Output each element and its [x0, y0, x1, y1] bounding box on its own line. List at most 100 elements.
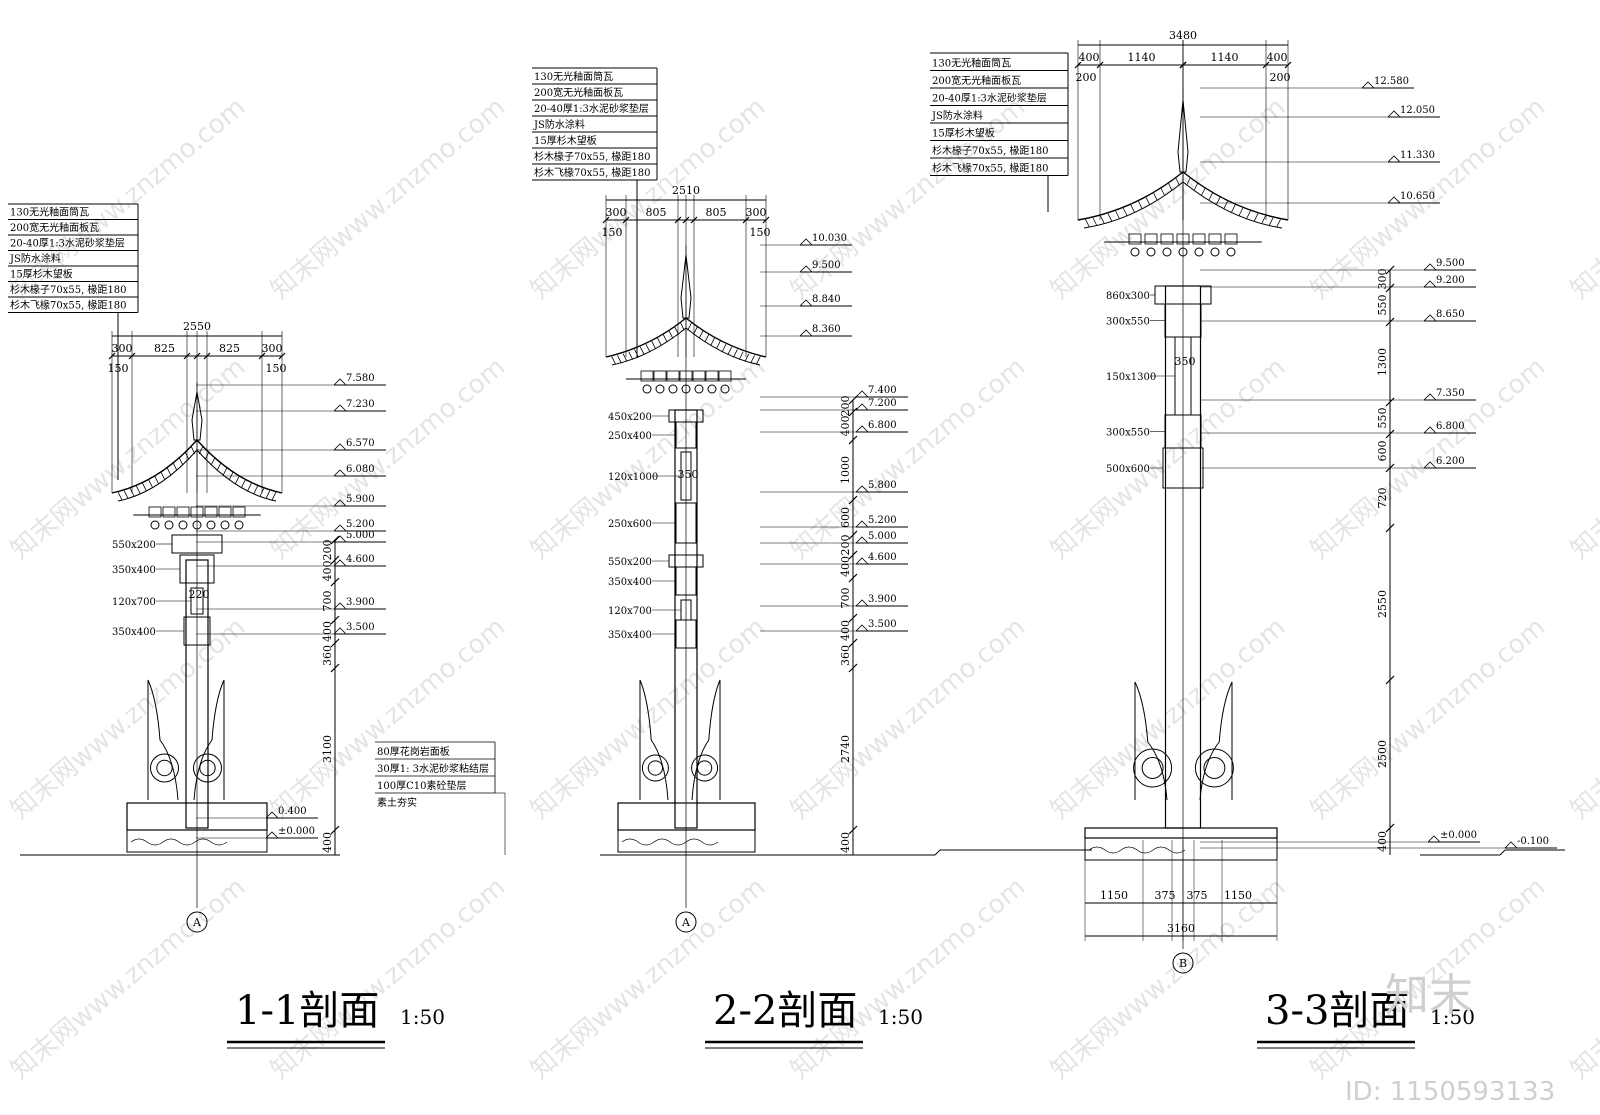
watermark-text: 知末网www.znzmo.com	[5, 872, 251, 1085]
elevation-label: ±0.000	[1440, 830, 1477, 841]
roof-tile	[141, 482, 147, 491]
drum-rosette-inner	[1141, 757, 1164, 779]
roof-tile	[645, 343, 651, 353]
bracket-block	[1208, 233, 1222, 245]
watermark-text: 知末网www.znzmo.com	[265, 352, 511, 565]
elevation-mark	[333, 559, 347, 567]
bracket-scroll	[234, 520, 244, 530]
roof-tile	[1186, 177, 1191, 186]
roof-tile	[1246, 210, 1251, 219]
width-part-label: 1140	[1211, 51, 1239, 64]
edge-width-label: 200	[1270, 71, 1291, 84]
vertical-dim-label: 400	[839, 416, 852, 437]
roof-tile	[271, 492, 277, 501]
roof-tile	[1152, 191, 1158, 201]
roof-tile	[1253, 213, 1259, 222]
bracket-scroll	[150, 520, 160, 530]
dim-tick	[183, 352, 191, 360]
dim-tick	[690, 216, 698, 224]
vertical-dim-label: 2550	[1376, 590, 1389, 618]
dim-tick	[848, 495, 858, 505]
vertical-dim-label: 550	[1376, 408, 1389, 429]
bracket-block	[692, 370, 706, 382]
vertical-dim-label: 600	[839, 507, 852, 528]
dim-tick	[848, 638, 858, 648]
watermark-text: 知末网www.znzmo.com	[785, 612, 1031, 825]
dim-tick	[674, 216, 682, 224]
member-size-label: 350x400	[608, 630, 652, 641]
roof-tile	[668, 330, 674, 339]
roof-tile	[733, 349, 738, 358]
drum-rosette-inner	[156, 759, 173, 777]
elevation-mark	[1423, 280, 1437, 288]
dim-tick	[848, 573, 858, 583]
roof-tile	[210, 456, 216, 466]
edge-width-label: 150	[266, 362, 287, 375]
elevation-label: 0.400	[278, 806, 307, 817]
dim-tick	[1179, 61, 1187, 69]
roof-tile	[1175, 177, 1180, 186]
elevation-label: 3.500	[346, 622, 375, 633]
elevation-label: 12.580	[1374, 76, 1409, 87]
roof-tile	[154, 475, 159, 484]
elevation-label: 9.500	[1436, 258, 1465, 269]
elevation-label: 7.200	[868, 398, 897, 409]
drawing-lines	[8, 40, 1565, 1049]
vertical-dim-label: 400	[321, 561, 334, 582]
drum-stone	[1134, 681, 1168, 801]
roof-tile	[1193, 182, 1199, 191]
watermark-text: 知末网www.znzmo.com	[525, 872, 771, 1085]
elevation-mark	[333, 378, 347, 386]
vertical-dim-label: 700	[839, 588, 852, 609]
watermark-text: 知末网www.znzmo.com	[1045, 352, 1291, 565]
elevation-mark	[1423, 314, 1437, 322]
roof-tile	[1130, 203, 1135, 213]
post-width-label: 350	[678, 468, 699, 481]
roof-tile	[687, 322, 693, 331]
roof-tile	[1137, 200, 1143, 209]
elevation-mark	[855, 390, 869, 398]
watermark-text: 知末网www.znzmo.com	[525, 352, 771, 565]
axis-label: A	[681, 916, 691, 929]
drum-rosette-inner	[696, 760, 713, 776]
vertical-dim-label: 360	[839, 645, 852, 666]
dim-tick	[848, 825, 858, 835]
dim-tick	[1385, 675, 1395, 685]
roof-tile	[704, 334, 710, 343]
elevation-label: 5.000	[346, 530, 375, 541]
elevation-mark	[855, 403, 869, 411]
member-size-label: 300x550	[1106, 428, 1150, 439]
member-size-label: 120x700	[112, 597, 156, 608]
elevation-mark	[799, 299, 813, 307]
material-note: 杉木椽子70x55, 椽距180	[534, 150, 651, 163]
drum-stone	[147, 679, 179, 801]
dim-tick	[1385, 429, 1395, 439]
roof-tile	[662, 334, 668, 343]
dim-tick	[258, 352, 266, 360]
dim-tick	[762, 216, 770, 224]
bracket-scroll	[707, 384, 717, 394]
elevation-label: 6.800	[868, 420, 897, 431]
roof-tile	[259, 488, 265, 497]
watermark-text: 知末网www.znzmo.com	[1045, 92, 1291, 305]
dim-tick	[1074, 61, 1082, 69]
drum-rosette-inner	[647, 760, 664, 776]
material-note: 130无光釉面筒瓦	[534, 70, 613, 83]
elevation-mark	[855, 520, 869, 528]
elevation-mark	[799, 329, 813, 337]
width-part-label: 825	[219, 342, 240, 355]
bracket-block	[666, 370, 680, 382]
elevation-mark	[1423, 461, 1437, 469]
roof-tile	[710, 337, 715, 346]
member-size-label: 120x1000	[608, 472, 658, 483]
width-total-label: 3480	[1169, 29, 1197, 42]
footing-hatch	[621, 838, 719, 846]
roof-tile	[738, 351, 744, 360]
elevation-label: 11.330	[1400, 150, 1435, 161]
bracket-scroll	[220, 520, 230, 530]
material-note: 杉木飞椽70x55, 椽距180	[534, 166, 651, 179]
roof-tile	[693, 326, 698, 335]
member-size-label: 300x550	[1106, 317, 1150, 328]
watermark-text: 知末网www.znzmo.com	[525, 612, 771, 825]
elevation-mark	[333, 535, 347, 543]
